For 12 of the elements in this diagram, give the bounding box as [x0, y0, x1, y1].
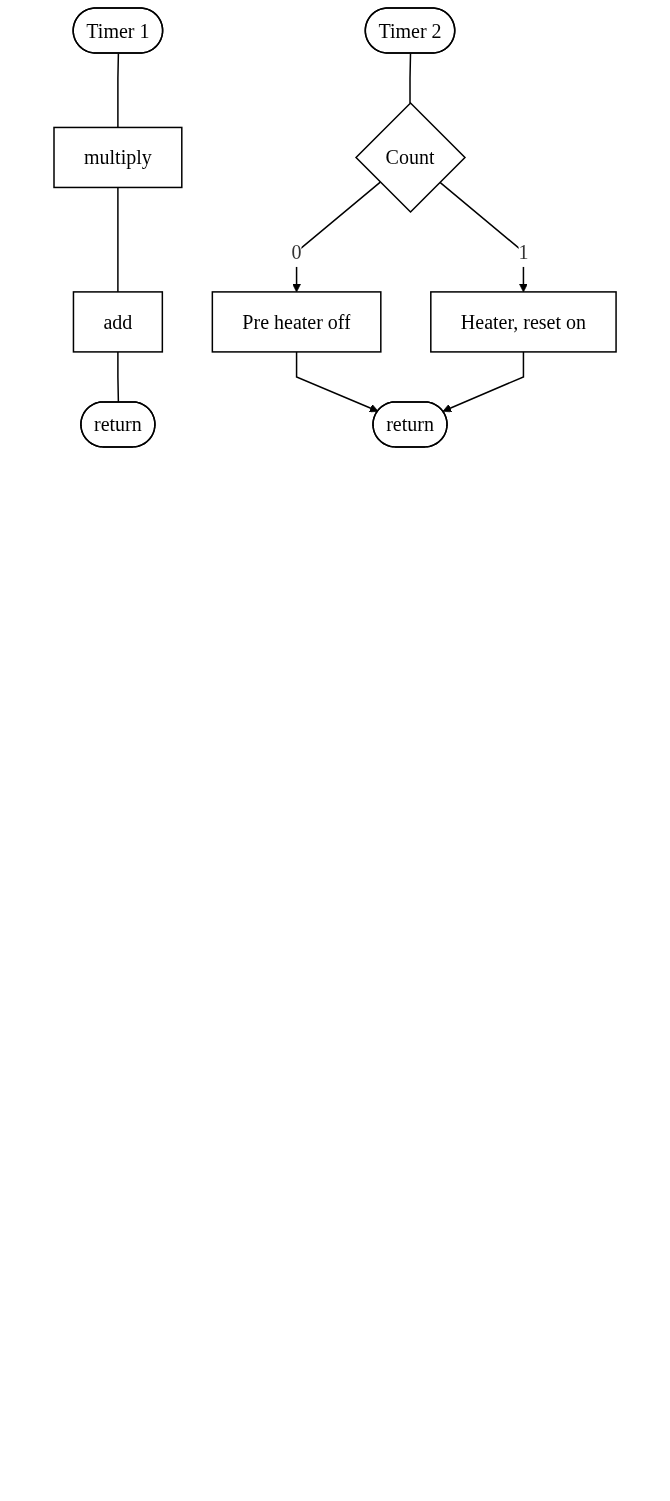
connector: [117, 52, 120, 129]
arrow: [295, 351, 379, 413]
node-diamond: Count: [354, 101, 466, 213]
connector: [117, 186, 119, 293]
edge-label: 0: [291, 240, 302, 263]
edge-label: 1: [518, 240, 529, 263]
node-box: multiply: [53, 126, 183, 189]
arrow: [442, 351, 525, 413]
node-box: add: [72, 291, 164, 353]
node-box: Heater, reset on: [430, 291, 617, 353]
connector: [409, 52, 412, 104]
node-box: Pre heater off: [211, 291, 382, 353]
